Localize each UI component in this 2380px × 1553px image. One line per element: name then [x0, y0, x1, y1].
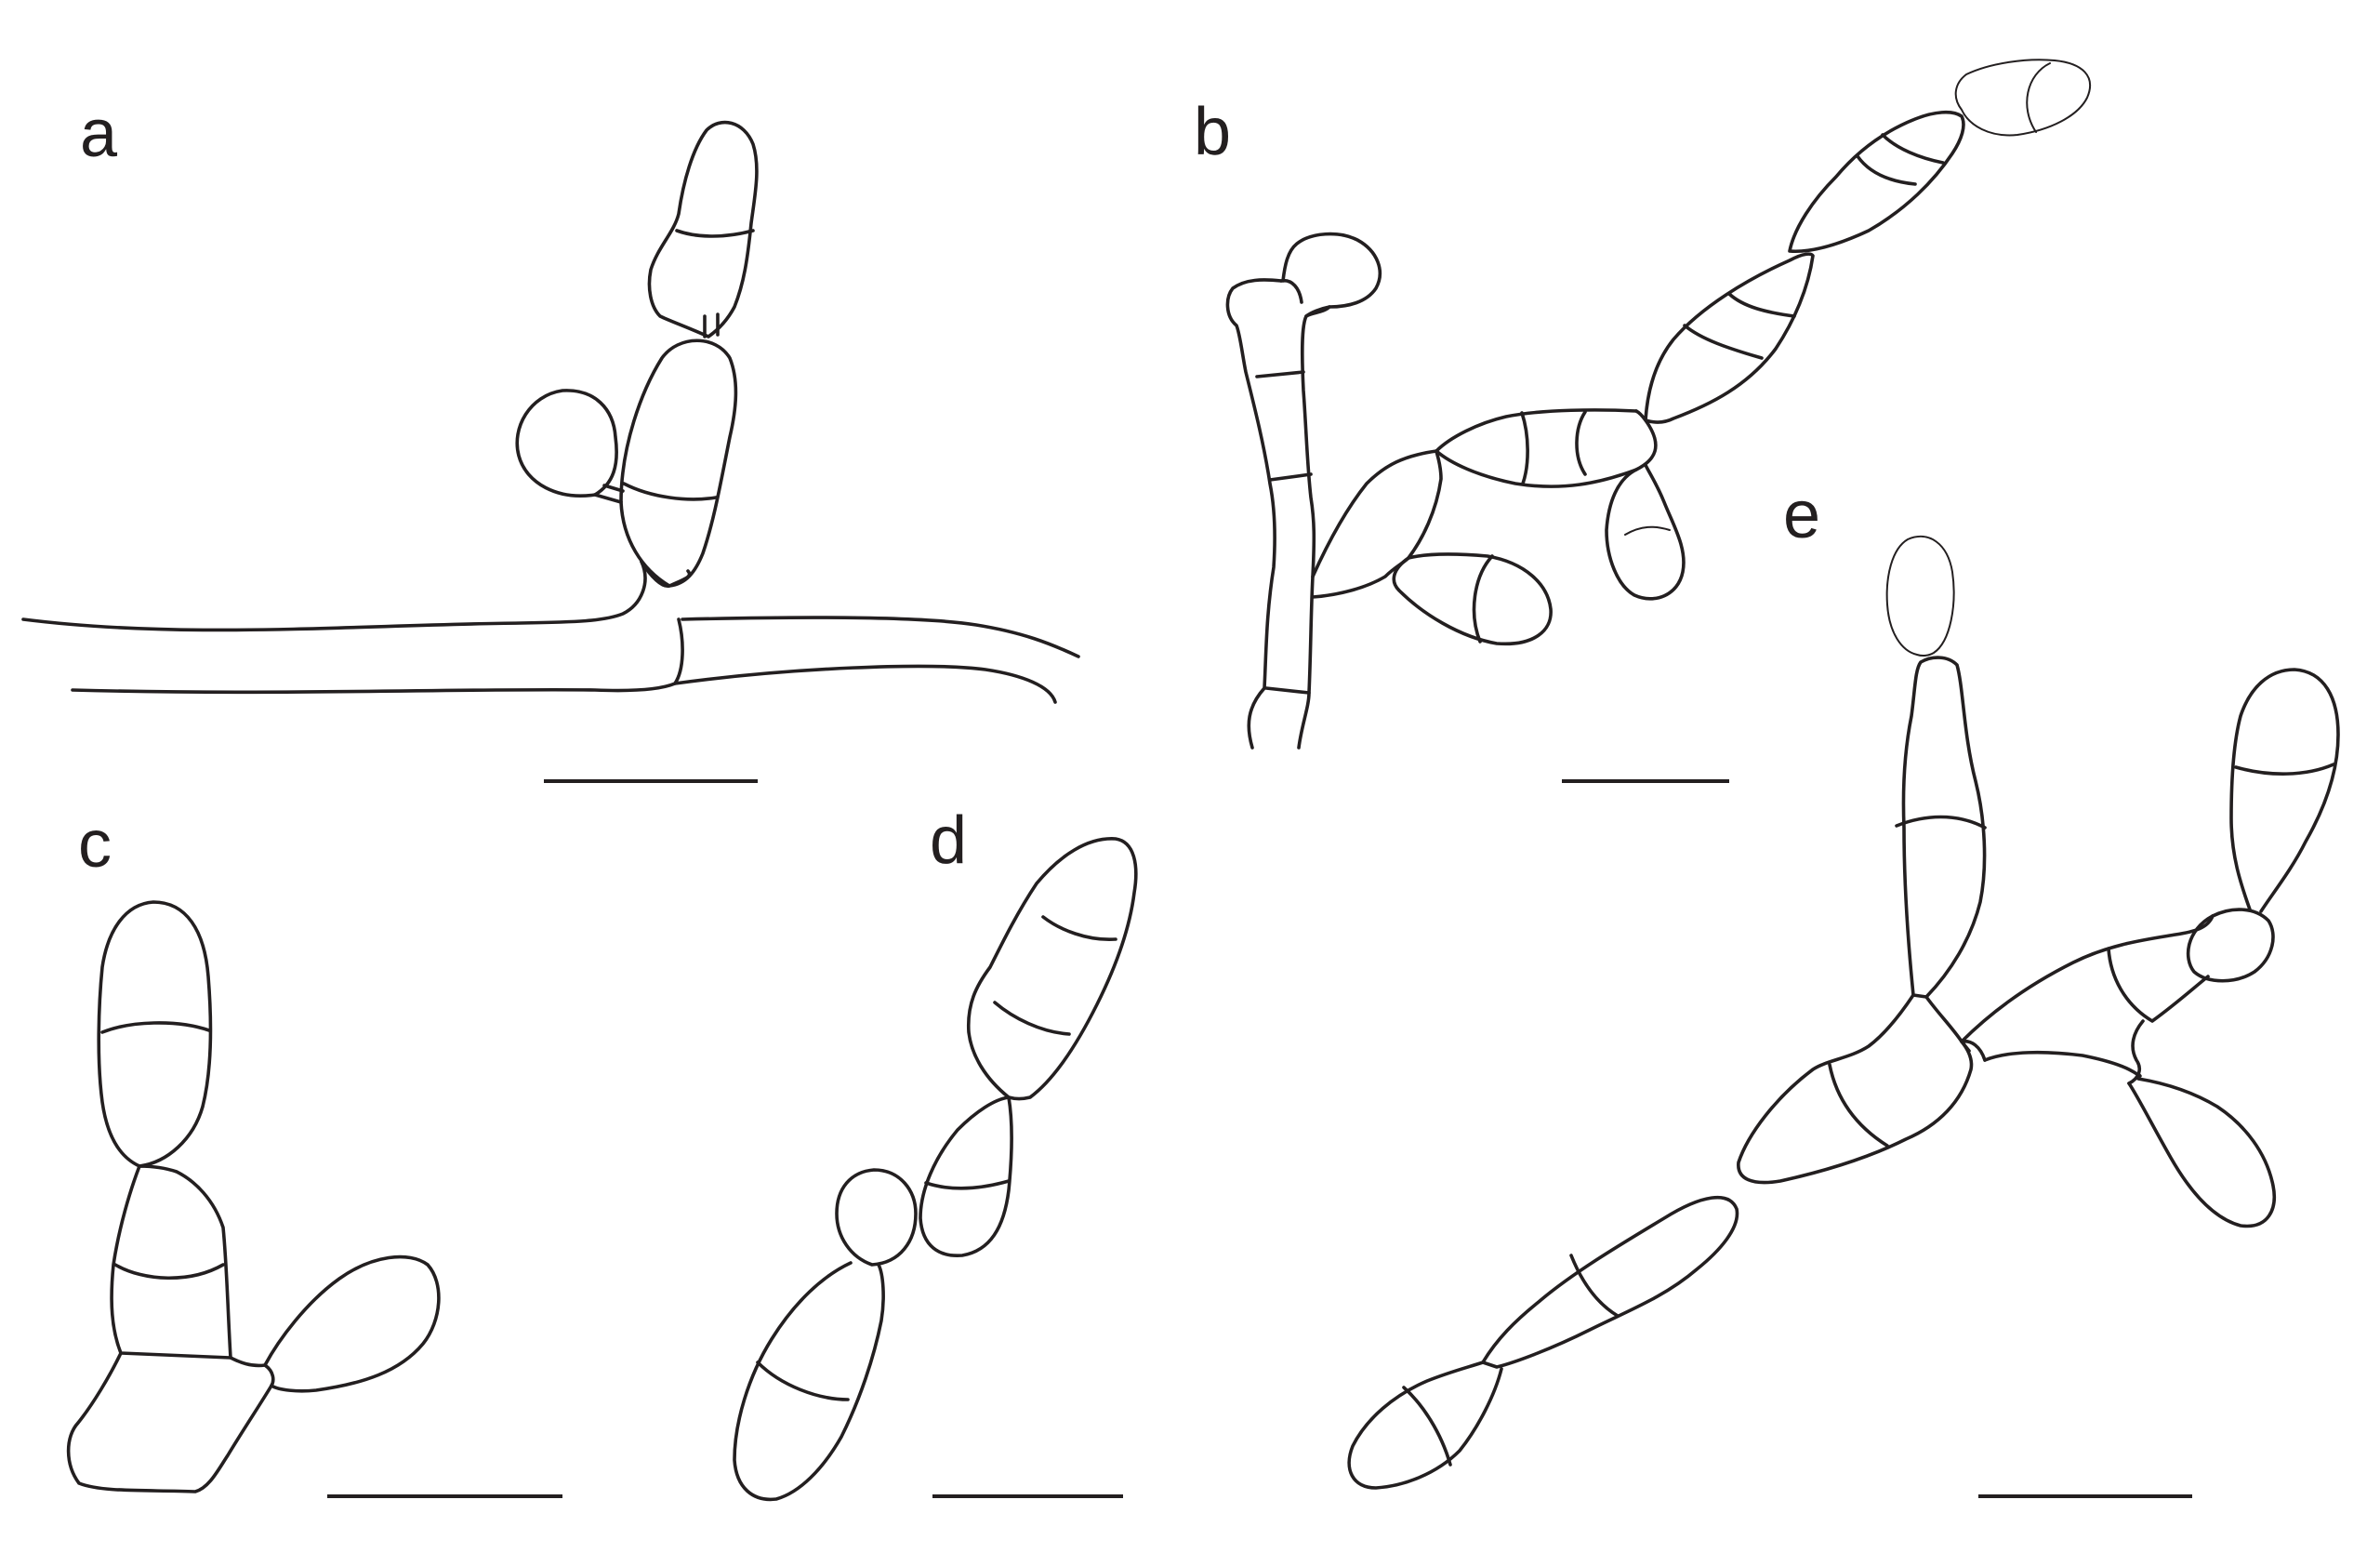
septum	[1895, 815, 1987, 830]
panel-label-d: d	[930, 803, 967, 878]
hypha-top-right	[681, 616, 1080, 658]
panel-b: b	[1194, 59, 2092, 783]
septum	[1828, 1063, 1889, 1148]
panel-label-b: b	[1194, 95, 1231, 169]
septum	[113, 1263, 225, 1281]
connector	[593, 484, 625, 504]
septum	[1683, 292, 1796, 360]
conidium-b-chain-2	[1788, 110, 1965, 254]
conidium-e-lower-left	[1737, 993, 1974, 1185]
panel-label-c: c	[78, 807, 112, 882]
conidium-d-round	[835, 1168, 918, 1267]
septum	[924, 1179, 1011, 1190]
septum	[1255, 370, 1313, 695]
septum	[756, 1361, 850, 1401]
conidium-b-chain-1	[1644, 252, 1815, 424]
conidium-e-lone-upper	[1481, 1195, 1739, 1369]
panel-e: e	[1347, 478, 2340, 1498]
conidium-e-upright	[1901, 656, 1987, 999]
conidium-d-top	[966, 837, 1138, 1101]
panel-d: d	[733, 803, 1138, 1502]
conidium-d-bottom	[733, 1261, 885, 1502]
panel-label-a: a	[80, 97, 118, 171]
conidium-e-upper-right	[2229, 668, 2340, 913]
cell-e-right	[2107, 947, 2210, 1023]
conidium-c-base	[66, 1351, 273, 1493]
conidium-b-pendant	[1605, 463, 1686, 601]
septum	[622, 482, 718, 501]
septum	[100, 1021, 211, 1034]
septum	[1624, 525, 1671, 536]
conidium-e-lower-right	[2127, 1077, 2276, 1228]
branch-e-right-lower	[1983, 1050, 2142, 1078]
conidium-e-detached	[1885, 535, 1955, 657]
branch-b	[1311, 449, 1438, 599]
septum	[1472, 554, 1494, 644]
hypha-top-left	[21, 560, 647, 632]
hypha-bottom-right	[673, 664, 1057, 704]
conidium-e-round-right	[2186, 908, 2275, 983]
septum	[2234, 763, 2335, 776]
conidium-c-top	[97, 900, 213, 1168]
conidium-c-side	[263, 1254, 441, 1393]
conidium-e-lone-lower	[1347, 1361, 1503, 1490]
conidium-a-lower	[619, 338, 738, 588]
septum	[993, 915, 1117, 1036]
hypha-b-right	[1297, 305, 1331, 750]
septum	[1402, 1386, 1452, 1467]
conidium-c-middle	[110, 1164, 232, 1360]
connector-e	[2127, 1019, 2145, 1085]
connector	[703, 312, 720, 338]
conidium-a-upper	[647, 120, 759, 338]
septum	[675, 229, 755, 238]
conidium-d-middle	[919, 1095, 1013, 1257]
conidium-b-horizontal	[1435, 409, 1658, 488]
hypha-b-left	[1225, 278, 1283, 750]
panel-c: c	[66, 807, 562, 1498]
conidium-a-round	[515, 389, 618, 498]
cell-b-mid	[1407, 408, 1638, 560]
panel-a: a	[21, 97, 1080, 783]
hypha-bottom-left	[71, 617, 684, 695]
septum	[2026, 62, 2051, 133]
septum	[1569, 1254, 1620, 1318]
septum	[1520, 410, 1587, 485]
panel-label-e: e	[1783, 478, 1820, 552]
conidium-b-detached	[1954, 59, 2092, 137]
conidium-b-lower	[1392, 552, 1553, 646]
branch-e-right	[1960, 914, 2215, 1043]
septum	[1856, 133, 1945, 186]
conidium-b-apex	[1279, 232, 1382, 318]
